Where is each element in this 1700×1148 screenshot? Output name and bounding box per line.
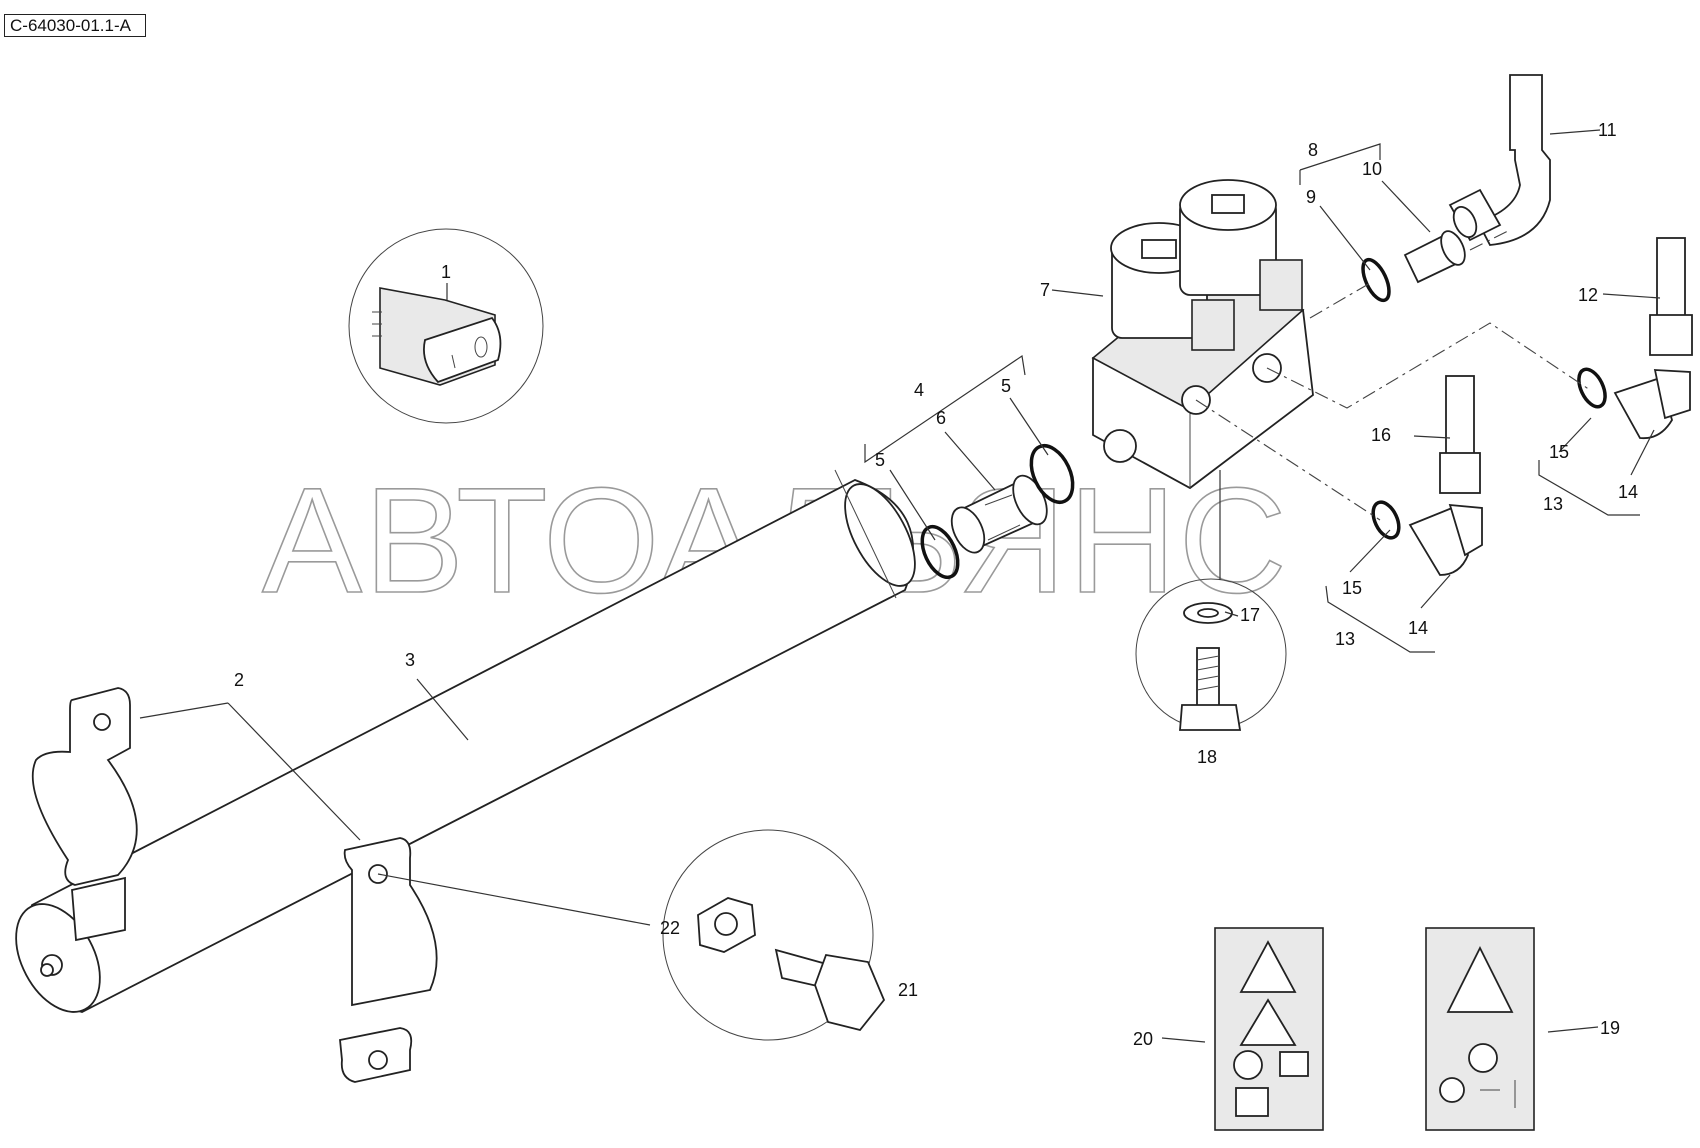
callout-17: 17 [1240, 605, 1260, 625]
o-ring-part-5-upper [1029, 444, 1075, 504]
callout-10: 10 [1362, 159, 1382, 179]
callout-1: 1 [441, 262, 451, 282]
callout-5-upper: 5 [1001, 376, 1011, 396]
callout-5-lower: 5 [875, 450, 885, 470]
callout-15-lower: 15 [1342, 578, 1362, 598]
callout-15-upper: 15 [1549, 442, 1569, 462]
adapter-part-10 [1403, 230, 1466, 284]
o-ring-part-9 [1361, 257, 1391, 303]
warning-decal-part-20 [1214, 927, 1324, 1131]
reference-code: C-64030-01.1-A [4, 14, 146, 37]
elbow-part-14-lower [1408, 503, 1483, 576]
leader-lines [139, 129, 1661, 1043]
callout-20: 20 [1133, 1029, 1153, 1049]
hose-part-11 [1448, 74, 1551, 246]
callout-13-lower: 13 [1335, 629, 1355, 649]
hose-part-12 [1649, 237, 1693, 356]
switch-detail-part-1 [348, 228, 544, 424]
callout-12: 12 [1578, 285, 1598, 305]
callout-21: 21 [898, 980, 918, 1000]
callout-18: 18 [1197, 747, 1217, 767]
clamp-bracket-left [31, 687, 138, 942]
elbow-part-14-upper [1613, 369, 1691, 440]
callout-2: 2 [234, 670, 244, 690]
o-ring-part-5-lower [920, 524, 960, 580]
callout-11: 11 [1598, 120, 1617, 140]
callout-19: 19 [1600, 1018, 1620, 1038]
callout-9: 9 [1306, 187, 1316, 207]
callout-6: 6 [936, 408, 946, 428]
bolt-detail-parts-17-18 [1135, 578, 1287, 731]
o-ring-part-15-upper [1577, 367, 1607, 409]
callout-3: 3 [405, 650, 415, 670]
solenoid-valve-part-7 [1091, 179, 1314, 490]
hose-part-16 [1439, 375, 1481, 494]
callout-labels: 1 2 3 4 5 5 6 7 8 9 10 11 12 13 13 14 14… [234, 120, 1638, 1049]
callout-22: 22 [660, 918, 680, 938]
centerlines [1195, 229, 1591, 521]
callout-4: 4 [914, 380, 924, 400]
callout-13-upper: 13 [1543, 494, 1563, 514]
bolt-detail-parts-21-22 [662, 829, 886, 1041]
o-ring-part-15-lower [1371, 500, 1401, 540]
callout-7: 7 [1040, 280, 1050, 300]
cylinder-part-3 [15, 469, 916, 1013]
callout-14-lower: 14 [1408, 618, 1428, 638]
clamp-bracket-right [339, 837, 438, 1083]
callout-8: 8 [1308, 140, 1318, 160]
callout-14-upper: 14 [1618, 482, 1638, 502]
fitting-part-6 [950, 474, 1048, 554]
callout-16: 16 [1371, 425, 1391, 445]
warning-decal-part-19 [1425, 927, 1535, 1131]
